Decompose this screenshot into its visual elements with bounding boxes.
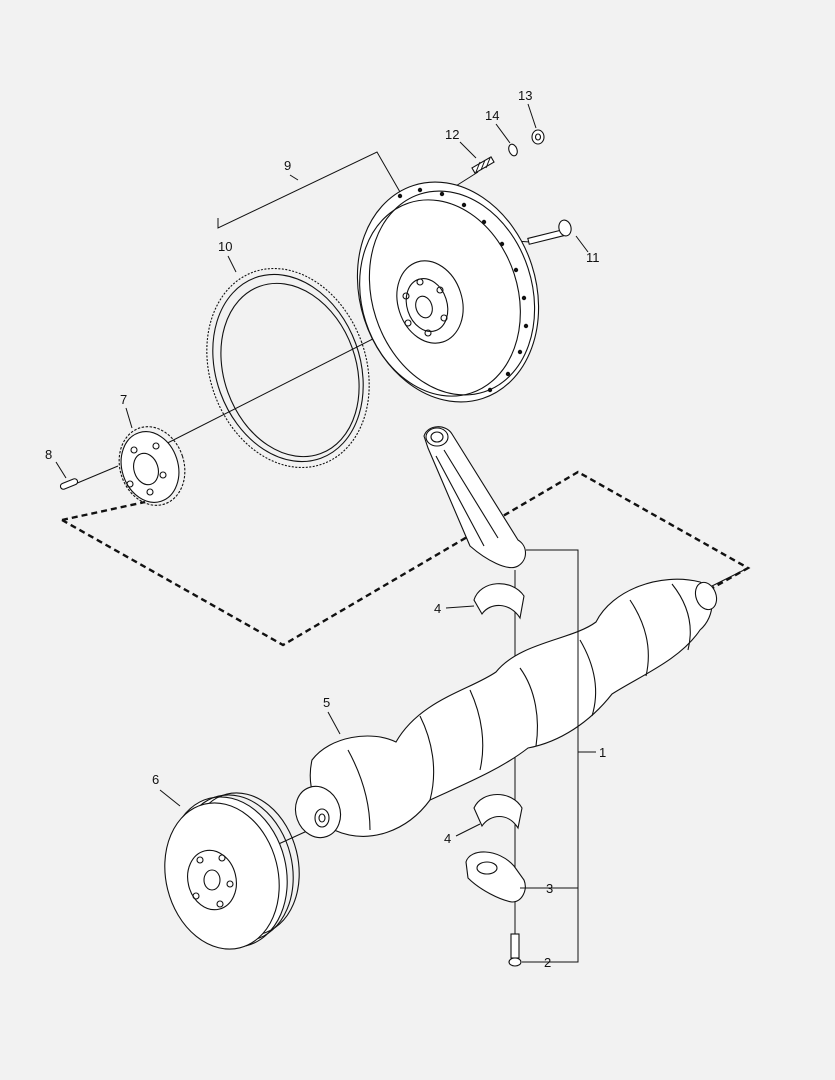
callout-9: 9 xyxy=(284,158,291,173)
assembly-boundary-dashed-segment xyxy=(61,500,146,522)
crankshaft-pulley xyxy=(164,792,300,950)
callout-1: 1 xyxy=(599,745,606,760)
stud xyxy=(471,156,495,174)
callout-13: 13 xyxy=(518,88,532,103)
flywheel-teeth xyxy=(397,187,529,393)
connecting-rod xyxy=(423,426,527,568)
connecting-rod-cap xyxy=(465,851,526,903)
callout-3: 3 xyxy=(546,881,553,896)
crankshaft xyxy=(294,578,718,839)
washer xyxy=(508,143,518,157)
callout-8: 8 xyxy=(45,447,52,462)
bearing-shell-lower xyxy=(473,794,523,830)
nut xyxy=(531,129,545,145)
flywheel-bolt-holes xyxy=(402,278,448,337)
flywheel xyxy=(356,181,540,403)
ring-gear xyxy=(206,267,370,469)
dowel-pin xyxy=(59,478,79,490)
callout-5: 5 xyxy=(323,695,330,710)
callout-6: 6 xyxy=(152,772,159,787)
leader-lines xyxy=(55,103,596,963)
timing-gear xyxy=(118,426,186,506)
dowel-axis-line xyxy=(74,465,119,485)
callout-11: 11 xyxy=(586,250,600,265)
callout-4-lower: 4 xyxy=(444,831,451,846)
connecting-rod-bolt xyxy=(508,933,522,967)
bearing-shell-upper xyxy=(473,583,525,620)
flywheel-bolt xyxy=(527,219,572,245)
callout-12: 12 xyxy=(445,127,459,142)
callout-14: 14 xyxy=(485,108,499,123)
callout-4-upper: 4 xyxy=(434,601,441,616)
callout-7: 7 xyxy=(120,392,127,407)
callout-10: 10 xyxy=(218,239,232,254)
callout-2: 2 xyxy=(544,955,551,970)
